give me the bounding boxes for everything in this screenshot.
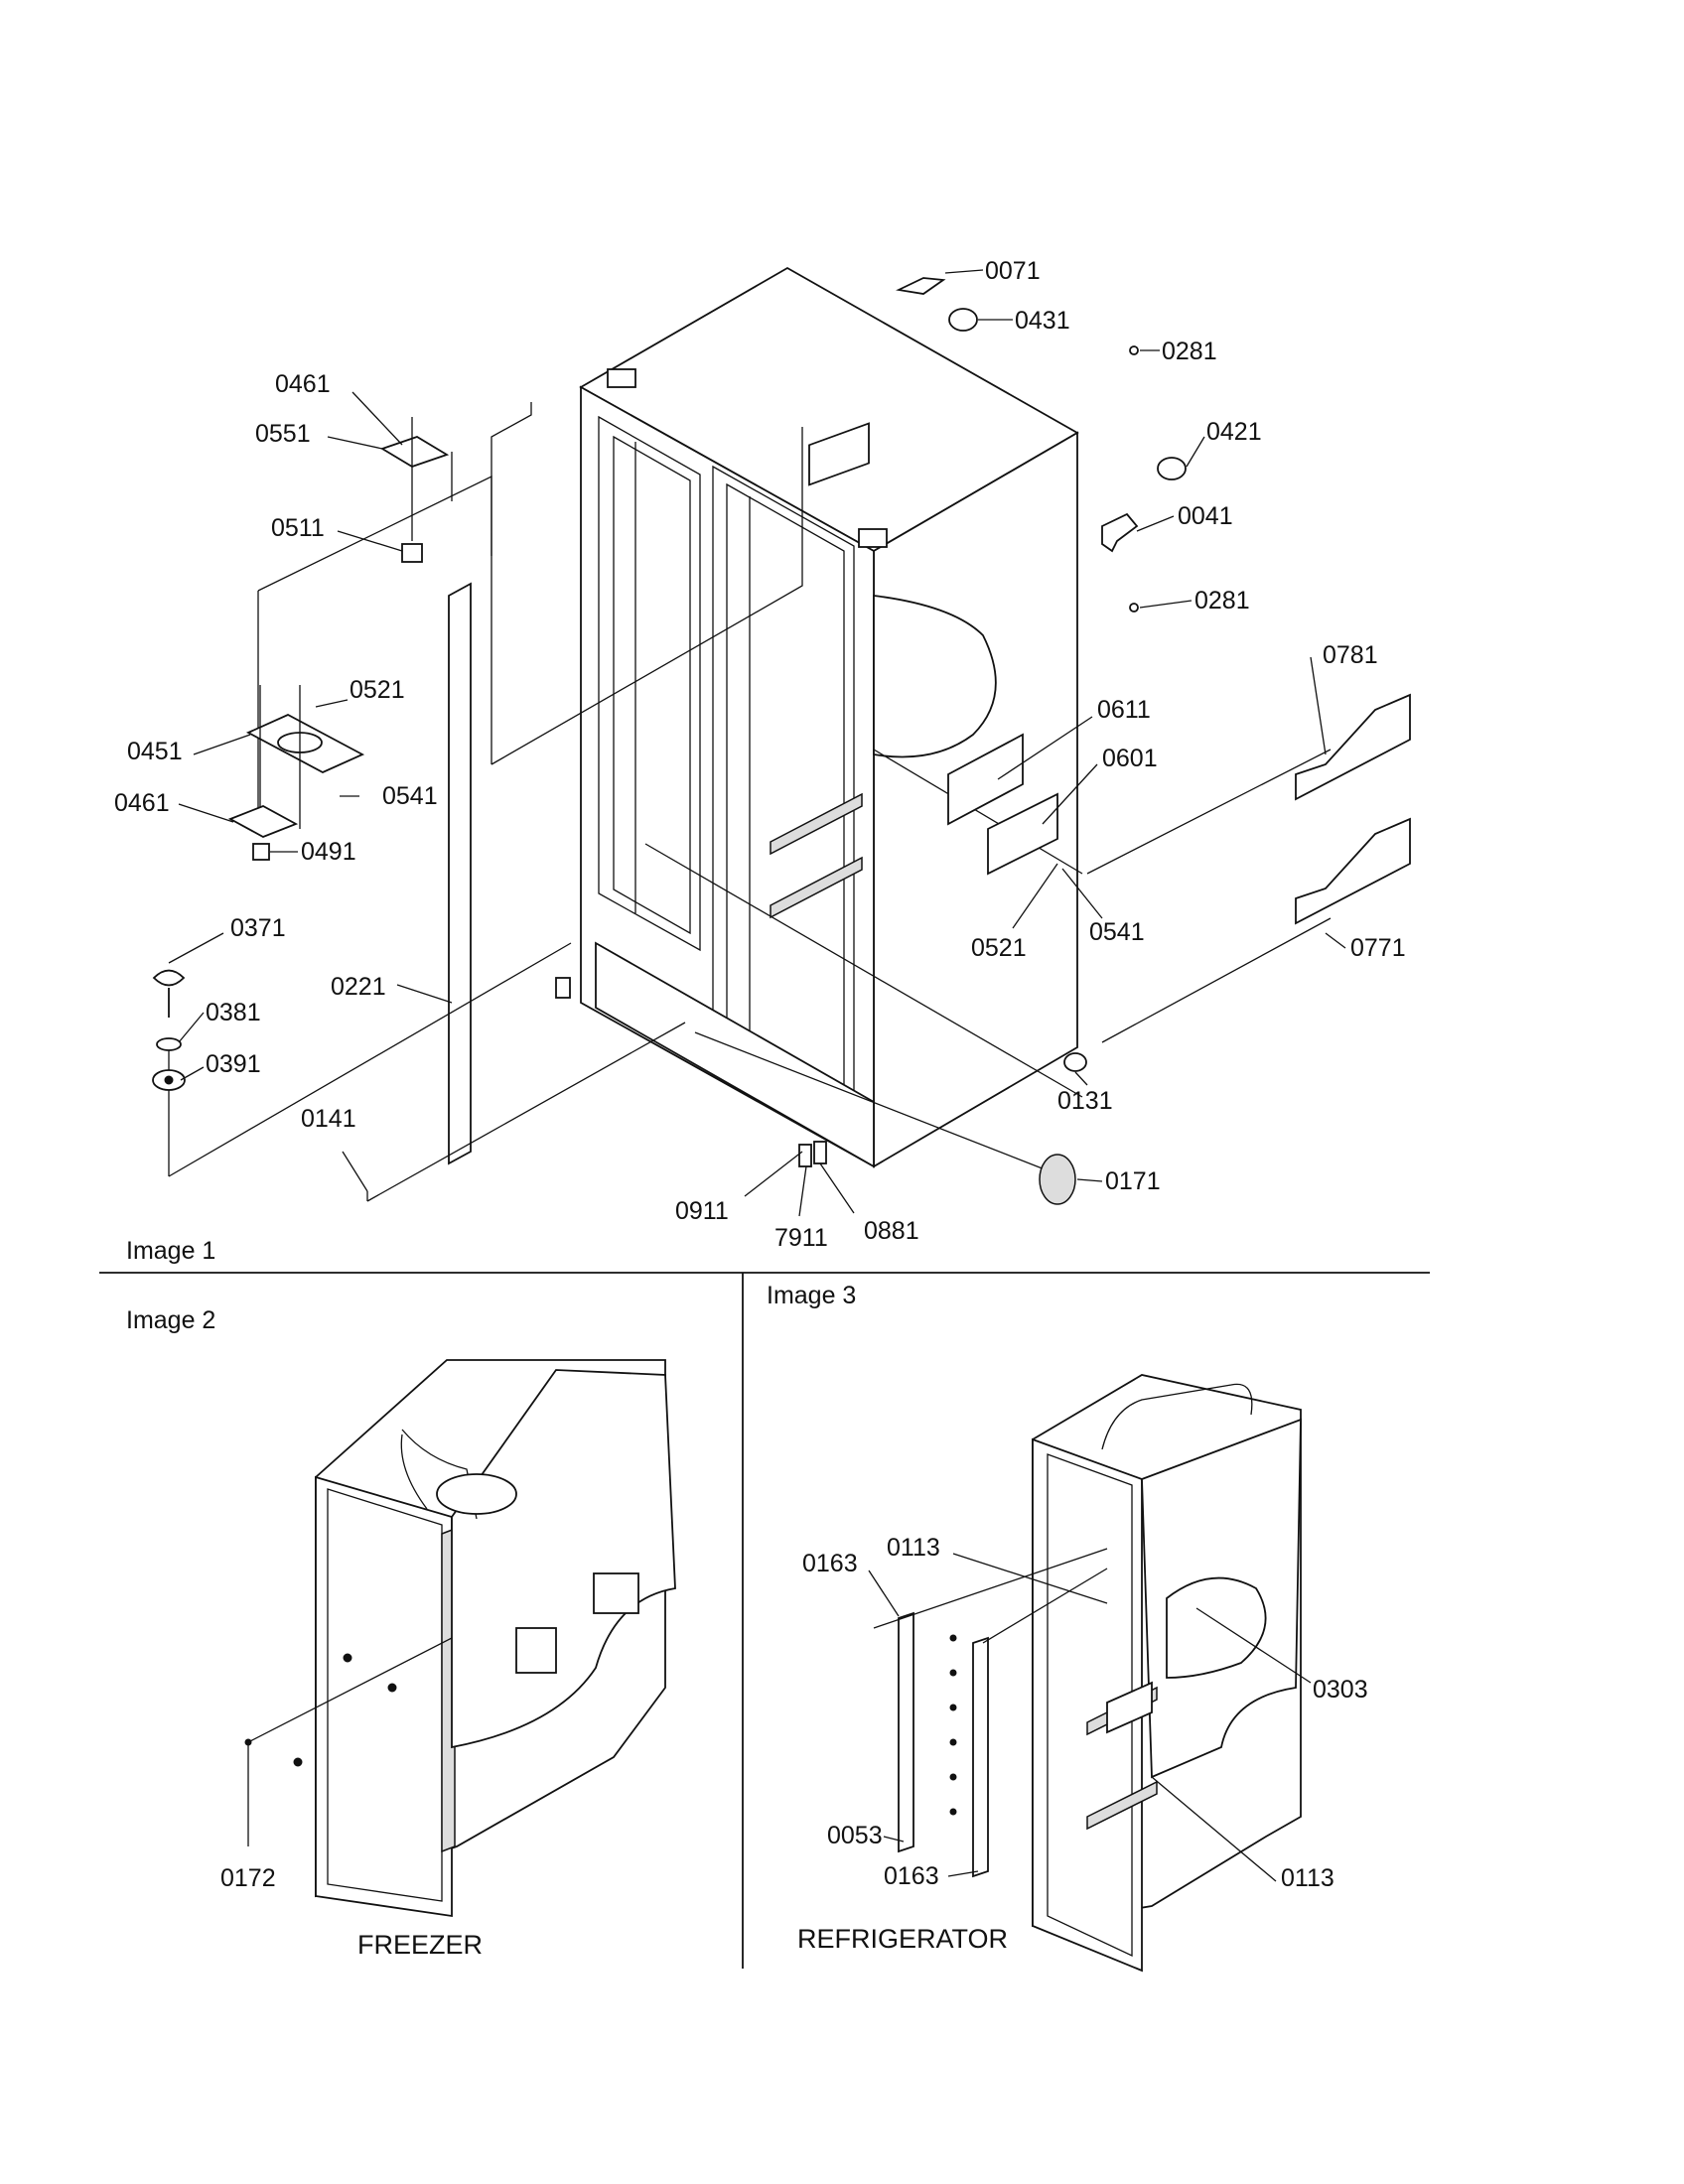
callout-0303: 0303 bbox=[1313, 1676, 1368, 1704]
callout-0421: 0421 bbox=[1206, 418, 1262, 446]
section-label-image3: Image 3 bbox=[767, 1282, 856, 1309]
callout-0541-right: 0541 bbox=[1089, 918, 1145, 946]
callout-0391: 0391 bbox=[206, 1050, 261, 1078]
callout-0381: 0381 bbox=[206, 999, 261, 1026]
callout-0371: 0371 bbox=[230, 914, 286, 942]
callout-0281-top: 0281 bbox=[1162, 338, 1217, 365]
image1-leader-lines bbox=[168, 269, 1346, 1217]
callout-0521-right: 0521 bbox=[971, 934, 1027, 962]
callout-0781: 0781 bbox=[1323, 641, 1378, 669]
callout-0221: 0221 bbox=[331, 973, 386, 1001]
callout-0771: 0771 bbox=[1350, 934, 1406, 962]
caption-refrigerator: REFRIGERATOR bbox=[797, 1924, 1008, 1954]
callout-0163-bottom: 0163 bbox=[884, 1862, 939, 1890]
callout-0131: 0131 bbox=[1057, 1087, 1113, 1115]
callout-0053: 0053 bbox=[827, 1822, 883, 1849]
section-label-image1: Image 1 bbox=[126, 1237, 215, 1265]
callout-0113-bottom: 0113 bbox=[1281, 1864, 1334, 1892]
callout-0511: 0511 bbox=[271, 514, 325, 542]
caption-freezer: FREEZER bbox=[357, 1930, 483, 1960]
callout-0881: 0881 bbox=[864, 1217, 919, 1245]
callout-0451: 0451 bbox=[127, 738, 183, 765]
image3-leader-lines bbox=[868, 1553, 1312, 1882]
callout-0041: 0041 bbox=[1178, 502, 1233, 530]
callout-0521-left: 0521 bbox=[350, 676, 405, 704]
refrigerator-view bbox=[873, 1374, 1302, 1973]
callout-0491: 0491 bbox=[301, 838, 356, 866]
callout-0551: 0551 bbox=[255, 420, 311, 448]
cabinet-exploded-view bbox=[152, 266, 1411, 1205]
callout-0541-left: 0541 bbox=[382, 782, 438, 810]
section-label-image2: Image 2 bbox=[126, 1306, 215, 1334]
callout-7911: 7911 bbox=[774, 1224, 828, 1252]
callout-0461-top: 0461 bbox=[275, 370, 331, 398]
callout-0171: 0171 bbox=[1105, 1167, 1161, 1195]
callout-0141: 0141 bbox=[301, 1105, 356, 1133]
callout-0071: 0071 bbox=[985, 257, 1041, 285]
callout-0172: 0172 bbox=[220, 1864, 276, 1892]
freezer-view bbox=[244, 1359, 676, 1918]
callout-0601: 0601 bbox=[1102, 745, 1158, 772]
callout-0431: 0431 bbox=[1015, 307, 1070, 335]
callout-0611: 0611 bbox=[1097, 696, 1151, 724]
callout-0911: 0911 bbox=[675, 1197, 729, 1225]
callout-0281-side: 0281 bbox=[1194, 587, 1250, 614]
callout-0163-top: 0163 bbox=[802, 1550, 858, 1577]
callout-0113-top: 0113 bbox=[887, 1534, 940, 1562]
callout-0461-bottom: 0461 bbox=[114, 789, 170, 817]
